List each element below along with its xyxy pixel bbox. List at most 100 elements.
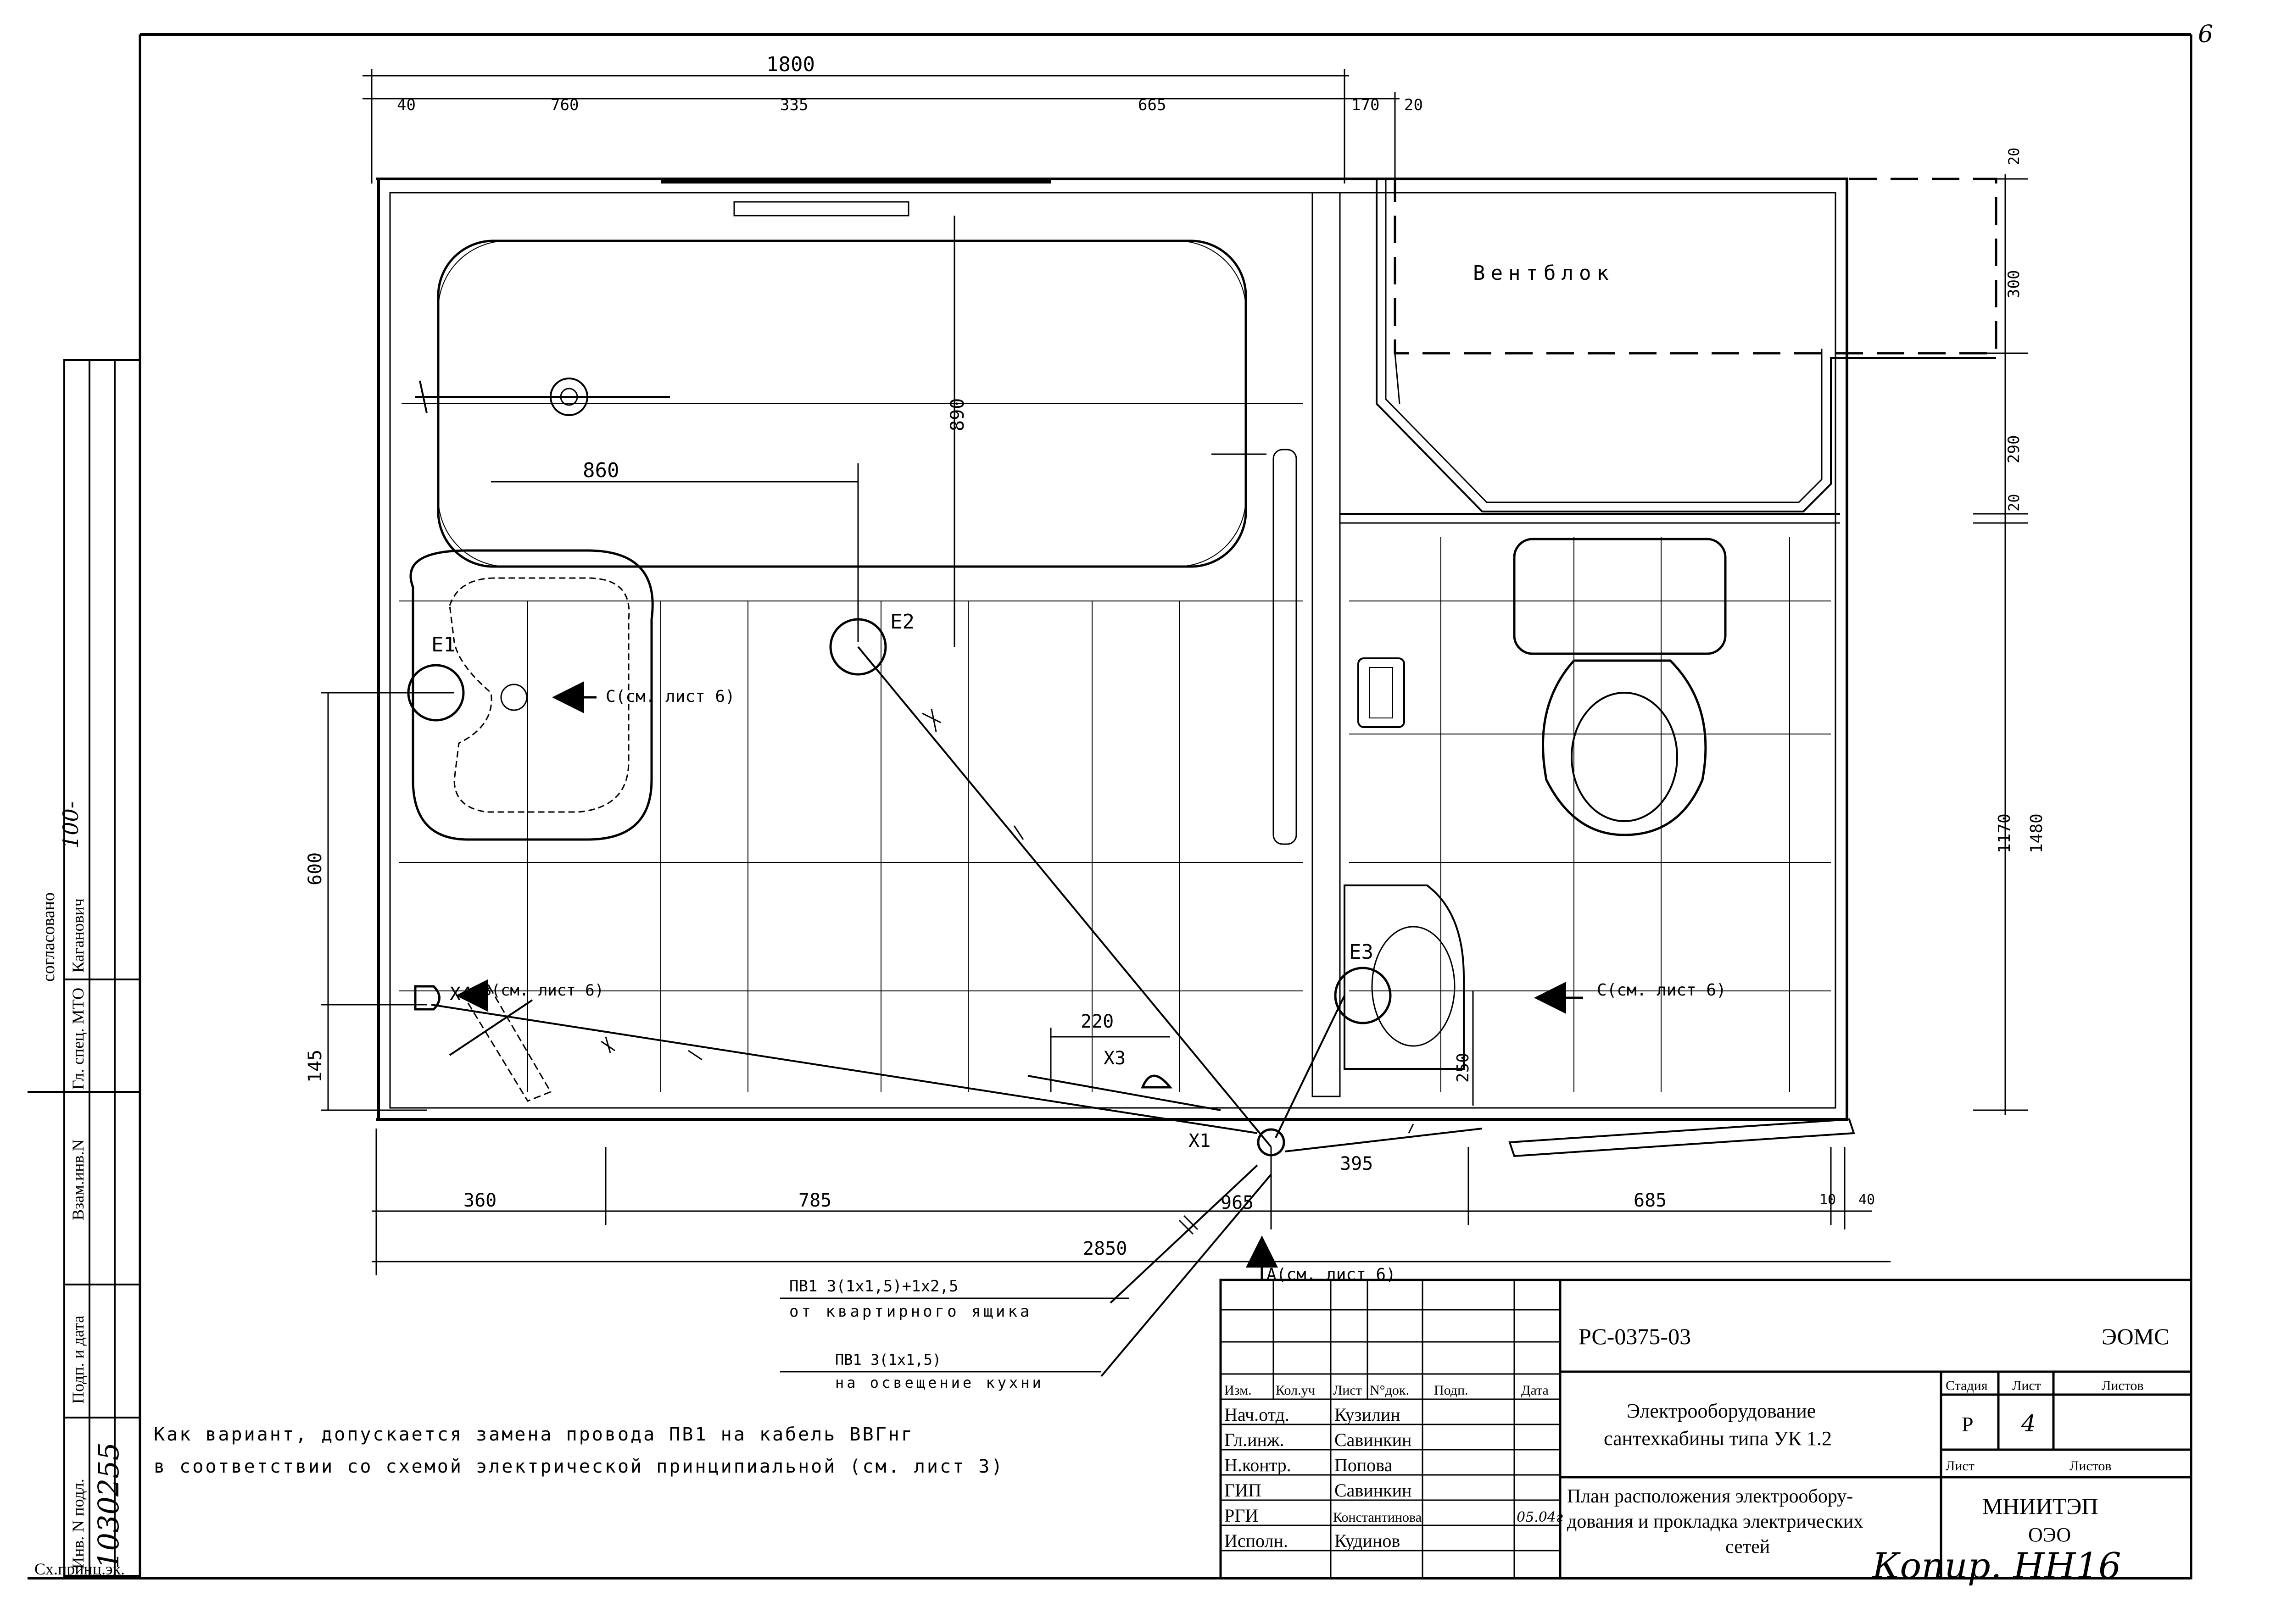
lamp-e1 bbox=[407, 664, 465, 722]
sheet-number: 6 bbox=[2198, 21, 2213, 48]
list-val: 4 bbox=[2021, 1410, 2036, 1437]
dim-890: 890 bbox=[947, 398, 968, 431]
reference-arrows bbox=[456, 681, 1583, 1280]
socket-x4 bbox=[414, 985, 441, 1011]
col-podp: Подп. bbox=[1434, 1383, 1468, 1398]
org-dept: ОЭО bbox=[2028, 1524, 2071, 1546]
col-kol: Кол.уч bbox=[1276, 1383, 1315, 1398]
dim-right-300: 300 bbox=[2005, 270, 2023, 298]
name-3: Савинкин bbox=[1334, 1480, 1411, 1501]
col-data: Дата bbox=[1521, 1383, 1549, 1398]
lamp-e2 bbox=[829, 618, 887, 676]
socket-x3 bbox=[1141, 1074, 1173, 1089]
dim-220: 220 bbox=[1081, 1011, 1114, 1032]
chief-mto-name: Каганович bbox=[69, 898, 87, 973]
list-hdr: Лист bbox=[2012, 1378, 2041, 1393]
copied-mark: Копир. НН16 bbox=[1871, 1546, 2121, 1587]
title-line1: Электрооборудование bbox=[1627, 1400, 1816, 1422]
dim-bottom-10: 10 bbox=[1819, 1192, 1836, 1208]
stage-hdr: Стадия bbox=[1946, 1378, 1988, 1393]
ref-c1: С(см. лист 6) bbox=[606, 687, 735, 706]
x3-label: Х3 bbox=[1104, 1048, 1126, 1069]
chief-mto-role: Гл. спец. МТО bbox=[69, 988, 87, 1090]
note: Как вариант, допускается замена провода … bbox=[154, 1424, 1004, 1477]
role-5: Исполн. bbox=[1224, 1530, 1288, 1551]
e2-label: Е2 bbox=[890, 610, 915, 634]
e3-label: Е3 bbox=[1349, 940, 1373, 964]
approval-mark: 100- bbox=[58, 801, 83, 849]
role-3: ГИП bbox=[1224, 1480, 1261, 1501]
junction-x1 bbox=[1257, 1128, 1285, 1157]
dim-bottom-40: 40 bbox=[1858, 1192, 1875, 1208]
doc-code: РС-0375-03 bbox=[1579, 1324, 1691, 1349]
inv-orig-value: 1030255 bbox=[92, 1442, 125, 1569]
dim-right-1480: 1480 bbox=[2027, 813, 2046, 853]
dim-top-760: 760 bbox=[551, 96, 579, 114]
dim-bottom-total: 2850 bbox=[1083, 1238, 1127, 1259]
cable2-spec: ПВ1 3(1x1,5) bbox=[835, 1351, 941, 1368]
list-hdr2: Лист bbox=[1946, 1458, 1975, 1474]
note-line1: Как вариант, допускается замена провода … bbox=[154, 1424, 914, 1445]
dim-250: 250 bbox=[1454, 1053, 1473, 1083]
role-1: Гл.инж. bbox=[1224, 1429, 1284, 1450]
sign-date-label: Подп. и дата bbox=[69, 1316, 87, 1404]
sheet-title-line2: дования и прокладка электрических bbox=[1567, 1511, 1863, 1532]
name-2: Попова bbox=[1334, 1455, 1393, 1475]
role-0: Нач.отд. bbox=[1224, 1404, 1289, 1425]
col-ndok: N°док. bbox=[1370, 1383, 1409, 1398]
ref-c2: С(см. лист 6) bbox=[1597, 981, 1726, 1000]
dim-860: 860 bbox=[583, 459, 619, 482]
floor-plan bbox=[376, 178, 1997, 1157]
cable1-spec: ПВ1 3(1x1,5)+1x2,5 bbox=[789, 1277, 958, 1296]
lamp-e3 bbox=[1334, 967, 1392, 1024]
dim-top-40: 40 bbox=[397, 96, 416, 114]
cabling bbox=[431, 646, 1483, 1377]
footer-left: Сх.принц.эк. bbox=[34, 1560, 125, 1578]
dim-bottom-685: 685 bbox=[1634, 1190, 1667, 1211]
dim-top-665: 665 bbox=[1138, 96, 1166, 114]
name-1: Савинкин bbox=[1334, 1429, 1411, 1450]
dim-top-335: 335 bbox=[780, 96, 808, 114]
electrical-symbols bbox=[407, 618, 1392, 1157]
plan-labels: Вентблок Е1 Е2 Е3 Х1 Х3 Х4 С(см. лист 6)… bbox=[431, 261, 1726, 1391]
cable2-to: на освещение кухни bbox=[835, 1374, 1044, 1391]
dimension-lines bbox=[321, 69, 2028, 1275]
side-stamp bbox=[28, 359, 141, 1577]
dim-bottom-785: 785 bbox=[798, 1190, 831, 1211]
stage-val: Р bbox=[1962, 1413, 1974, 1436]
org-name: МНИИТЭП bbox=[1982, 1493, 2098, 1519]
dim-145: 145 bbox=[305, 1050, 326, 1083]
dim-right-20: 20 bbox=[2005, 147, 2023, 165]
name-4: Константинова bbox=[1333, 1510, 1422, 1525]
dim-bottom-360: 360 bbox=[463, 1190, 496, 1211]
dim-right-20b: 20 bbox=[2005, 494, 2023, 512]
title-block bbox=[1219, 1279, 2192, 1580]
name-5: Кудинов bbox=[1334, 1530, 1400, 1551]
dim-bottom-395: 395 bbox=[1340, 1153, 1373, 1174]
x1-label: Х1 bbox=[1188, 1130, 1210, 1151]
note-line2: в соответствии со схемой электрической п… bbox=[154, 1456, 1004, 1477]
x4-label: Х4 bbox=[450, 984, 472, 1005]
role-2: Н.контр. bbox=[1224, 1455, 1291, 1475]
e1-label: Е1 bbox=[431, 633, 456, 656]
dim-top-20: 20 bbox=[1404, 96, 1423, 114]
tile-grid bbox=[399, 537, 1831, 1092]
dimension-text: 1800 40 760 335 665 170 20 20 300 290 20… bbox=[305, 53, 2046, 1259]
dim-right-1170: 1170 bbox=[1995, 813, 2014, 853]
role-4: РГИ bbox=[1224, 1505, 1258, 1526]
cable1-from: от квартирного ящика bbox=[789, 1302, 1032, 1321]
col-list: Лист bbox=[1333, 1383, 1362, 1398]
dim-bottom-965: 965 bbox=[1221, 1192, 1254, 1213]
sheet-title-line1: План расположения электрообору- bbox=[1567, 1486, 1853, 1507]
dim-600: 600 bbox=[305, 852, 326, 885]
date-4: 05.04г bbox=[1517, 1509, 1563, 1525]
ventblock-label: Вентблок bbox=[1473, 261, 1614, 285]
side-stamp-text: согласовано Гл. спец. МТО Каганович 100-… bbox=[39, 801, 125, 1569]
col-izm: Изм. bbox=[1224, 1383, 1252, 1398]
listov-hdr: Листов bbox=[2102, 1378, 2144, 1393]
title-block-text: РС-0375-03 ЭОМС Электрооборудование сант… bbox=[1224, 1324, 2170, 1587]
inv-swap-label: Взам.инв.N bbox=[69, 1139, 87, 1220]
dim-right-290: 290 bbox=[2005, 435, 2023, 463]
title-line2: сантехкабины типа УК 1.2 bbox=[1604, 1427, 1832, 1450]
